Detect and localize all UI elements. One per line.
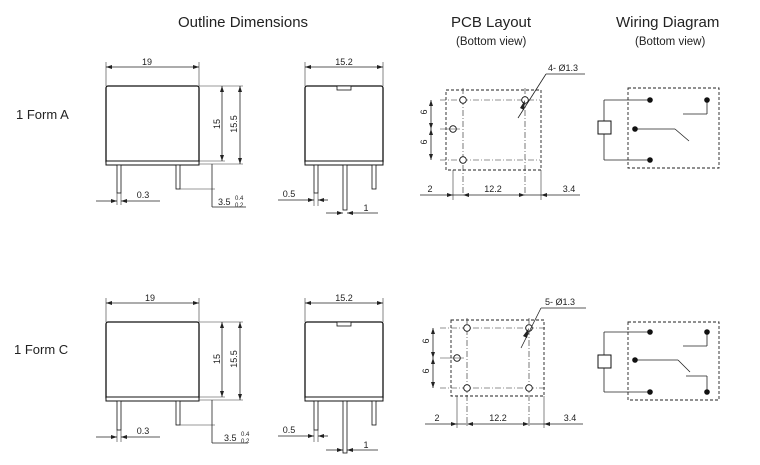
form-a-pin-width-value: 0.3	[137, 190, 150, 200]
pcb-layout-subheader: (Bottom view)	[456, 36, 527, 48]
outline-dimensions-header: Outline Dimensions	[178, 14, 309, 31]
row-label-form-c: 1 Form C	[14, 342, 69, 357]
form-a-pcb-layout: 6 6 4- Ø1.3 2 12.2 3.4	[419, 63, 585, 200]
form-c-depth-value: 15.2	[335, 293, 353, 303]
form-a-depth-value: 15.2	[335, 57, 353, 67]
form-a-offset-right: 3.4	[563, 184, 576, 194]
form-c-pcb-hole	[463, 384, 471, 392]
form-a-height-outer-value: 15.5	[229, 115, 239, 133]
form-c-pin-len-tol-minus: 0.2	[241, 439, 250, 445]
form-c-pcb-hole	[463, 324, 471, 332]
form-c-pitch-upper: 6	[421, 338, 431, 343]
form-c-offset-left: 2	[434, 413, 439, 423]
form-c-offset-right: 3.4	[564, 413, 577, 423]
form-a-height-inner-value: 15	[212, 119, 222, 129]
form-c-hole-label: 5- Ø1.3	[545, 297, 575, 307]
form-a-side-view: 15.2 0.5 1	[278, 57, 384, 215]
form-a-drawings: 19 15 15.5 0.3	[96, 57, 720, 215]
form-a-pitch-lower: 6	[419, 139, 429, 144]
form-c-side-view: 15.2 0.5 1	[278, 293, 384, 454]
form-c-pitch-lower: 6	[421, 368, 431, 373]
form-c-pcb-hole	[525, 384, 533, 392]
form-a-pcb-hole	[459, 156, 467, 164]
form-a-pin-len-tol-plus: 0.4	[235, 196, 244, 202]
form-a-span-main: 12.2	[484, 184, 502, 194]
form-c-pin-width-value: 0.3	[137, 426, 150, 436]
form-c-height-inner-value: 15	[212, 354, 222, 364]
form-a-width-value: 19	[142, 57, 152, 67]
form-a-pin-len-tol-minus: 0.2	[235, 203, 244, 209]
form-a-pin-thick-value: 0.5	[283, 189, 296, 199]
form-a-pcb-hole	[459, 96, 467, 104]
form-c-pin-len-tol-plus: 0.4	[241, 432, 250, 438]
wiring-diagram-subheader: (Bottom view)	[635, 36, 706, 48]
form-c-pin-len-value: 3.5	[224, 433, 237, 443]
form-a-hole-label: 4- Ø1.3	[548, 63, 578, 73]
form-a-offset-left: 2	[427, 184, 432, 194]
form-a-wiring-diagram	[597, 87, 720, 169]
row-label-form-a: 1 Form A	[16, 107, 69, 122]
form-c-pin-side-value: 1	[363, 440, 368, 450]
form-a-front-view: 19 15 15.5 0.3	[96, 57, 246, 209]
wiring-diagram-header: Wiring Diagram	[616, 14, 720, 31]
form-c-front-view: 19 15 15.5 0.3 3.5	[96, 293, 250, 445]
form-c-drawings: 19 15 15.5 0.3 3.5	[96, 293, 720, 454]
form-c-width-value: 19	[145, 293, 155, 303]
form-c-pcb-layout: 6 6 5- Ø1.3 2 12.2 3.4	[421, 297, 586, 428]
form-c-wiring-diagram	[597, 321, 720, 401]
form-c-span-main: 12.2	[489, 413, 507, 423]
form-a-pitch-upper: 6	[419, 109, 429, 114]
form-c-height-outer-value: 15.5	[229, 350, 239, 368]
form-c-pin-thick-value: 0.5	[283, 425, 296, 435]
form-a-pin-side-value: 1	[363, 203, 368, 213]
form-a-pin-len-value: 3.5	[218, 197, 231, 207]
pcb-layout-header: PCB Layout	[451, 14, 532, 31]
